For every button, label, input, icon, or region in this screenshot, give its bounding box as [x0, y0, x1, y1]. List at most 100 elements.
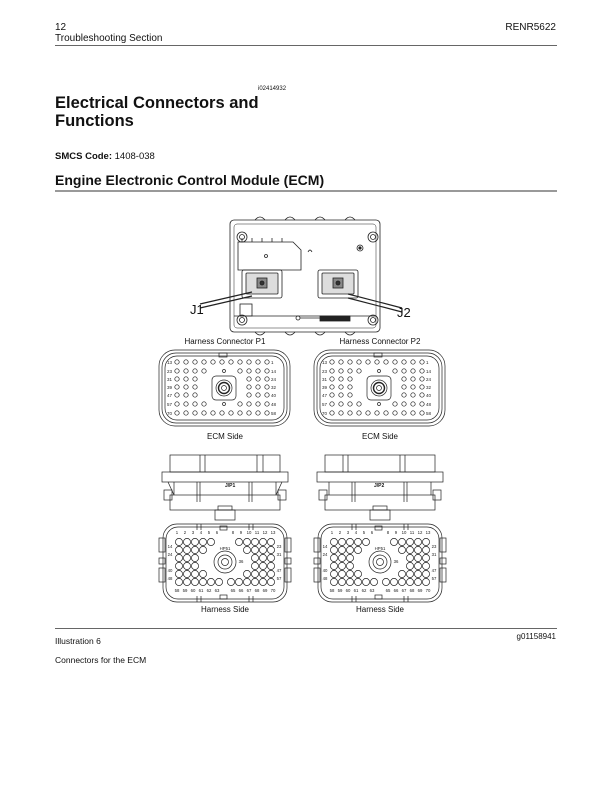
svg-text:67: 67	[247, 588, 252, 593]
svg-text:2: 2	[184, 530, 187, 535]
svg-text:5: 5	[208, 530, 211, 535]
connector-p2-title: Harness Connector P2	[339, 337, 421, 346]
svg-text:63: 63	[215, 588, 220, 593]
illustration-description: Connectors for the ECM	[55, 655, 147, 665]
svg-text:1: 1	[331, 530, 334, 535]
svg-text:14: 14	[426, 369, 432, 374]
svg-text:24: 24	[271, 377, 277, 382]
svg-text:36: 36	[239, 559, 244, 564]
svg-text:58: 58	[426, 411, 432, 416]
svg-text:13: 13	[167, 360, 173, 365]
graphic-id: g01158941	[516, 632, 556, 641]
ecm-module-drawing	[199, 216, 403, 336]
svg-text:70: 70	[426, 588, 431, 593]
svg-text:65: 65	[386, 588, 391, 593]
svg-text:57: 57	[167, 402, 173, 407]
svg-text:62: 62	[207, 588, 212, 593]
callout-j1: J1	[190, 302, 204, 317]
svg-text:32: 32	[271, 385, 277, 390]
svg-text:39: 39	[322, 385, 328, 390]
svg-text:9: 9	[395, 530, 398, 535]
svg-text:5: 5	[363, 530, 366, 535]
p2-ecm-side-caption: ECM Side	[361, 432, 398, 441]
svg-text:23: 23	[277, 544, 282, 549]
svg-text:68: 68	[410, 588, 415, 593]
svg-text:36: 36	[394, 559, 399, 564]
page-number: 12	[55, 22, 67, 33]
svg-text:11: 11	[410, 530, 415, 535]
p1-side-marking: J/P1	[225, 483, 236, 489]
svg-text:14: 14	[168, 544, 173, 549]
svg-text:31: 31	[277, 552, 282, 557]
svg-text:47: 47	[432, 568, 437, 573]
svg-text:10: 10	[402, 530, 407, 535]
svg-text:47: 47	[277, 568, 282, 573]
svg-text:6: 6	[216, 530, 219, 535]
svg-text:60: 60	[191, 588, 196, 593]
svg-text:1: 1	[426, 360, 429, 365]
svg-text:48: 48	[271, 402, 277, 407]
smcs-value: 1408-038	[114, 151, 155, 162]
svg-text:8: 8	[232, 530, 235, 535]
svg-text:31: 31	[432, 552, 437, 557]
svg-text:69: 69	[263, 588, 268, 593]
svg-text:48: 48	[323, 576, 328, 581]
svg-text:63: 63	[370, 588, 375, 593]
header-rule	[55, 45, 557, 46]
svg-text:48: 48	[426, 402, 432, 407]
p1-harness-side-caption: Harness Side	[200, 605, 250, 614]
svg-text:66: 66	[239, 588, 244, 593]
svg-text:23: 23	[322, 369, 328, 374]
svg-text:1: 1	[176, 530, 179, 535]
p2-side-marking: J/P2	[374, 483, 385, 489]
section-title: Engine Electronic Control Module (ECM)	[55, 172, 325, 188]
svg-text:57: 57	[322, 402, 328, 407]
svg-text:12: 12	[418, 530, 423, 535]
svg-text:59: 59	[338, 588, 343, 593]
svg-text:13: 13	[426, 530, 431, 535]
illustration-label: Illustration 6	[55, 636, 101, 646]
svg-text:40: 40	[271, 393, 277, 398]
p2-harness-side-caption: Harness Side	[355, 605, 405, 614]
svg-text:58: 58	[271, 411, 277, 416]
svg-text:47: 47	[167, 393, 173, 398]
svg-text:HP51: HP51	[375, 546, 386, 551]
svg-text:57: 57	[432, 576, 437, 581]
svg-text:47: 47	[322, 393, 328, 398]
document-id: RENR5622	[505, 22, 556, 33]
svg-text:23: 23	[432, 544, 437, 549]
svg-text:39: 39	[167, 385, 173, 390]
svg-text:4: 4	[200, 530, 203, 535]
svg-text:40: 40	[168, 568, 173, 573]
p1-side-view	[161, 454, 289, 521]
svg-text:61: 61	[199, 588, 204, 593]
callout-j2: J2	[397, 305, 411, 320]
svg-text:13: 13	[322, 360, 328, 365]
svg-text:70: 70	[271, 588, 276, 593]
svg-text:65: 65	[231, 588, 236, 593]
svg-text:66: 66	[394, 588, 399, 593]
smcs-code: SMCS Code: 1408-038	[55, 151, 155, 162]
svg-text:69: 69	[418, 588, 423, 593]
svg-text:1: 1	[271, 360, 274, 365]
section-rule	[55, 190, 557, 192]
svg-text:70: 70	[322, 411, 328, 416]
svg-text:24: 24	[168, 552, 173, 557]
svg-text:11: 11	[255, 530, 260, 535]
svg-text:3: 3	[192, 530, 195, 535]
smcs-label: SMCS Code:	[55, 151, 112, 162]
svg-text:6: 6	[371, 530, 374, 535]
svg-text:10: 10	[247, 530, 252, 535]
svg-text:8: 8	[387, 530, 390, 535]
caption-rule	[55, 628, 557, 629]
p2-side-view	[316, 454, 444, 521]
svg-text:13: 13	[271, 530, 276, 535]
svg-text:2: 2	[339, 530, 342, 535]
svg-text:14: 14	[271, 369, 277, 374]
svg-text:40: 40	[426, 393, 432, 398]
svg-text:58: 58	[175, 588, 180, 593]
svg-text:70: 70	[167, 411, 173, 416]
